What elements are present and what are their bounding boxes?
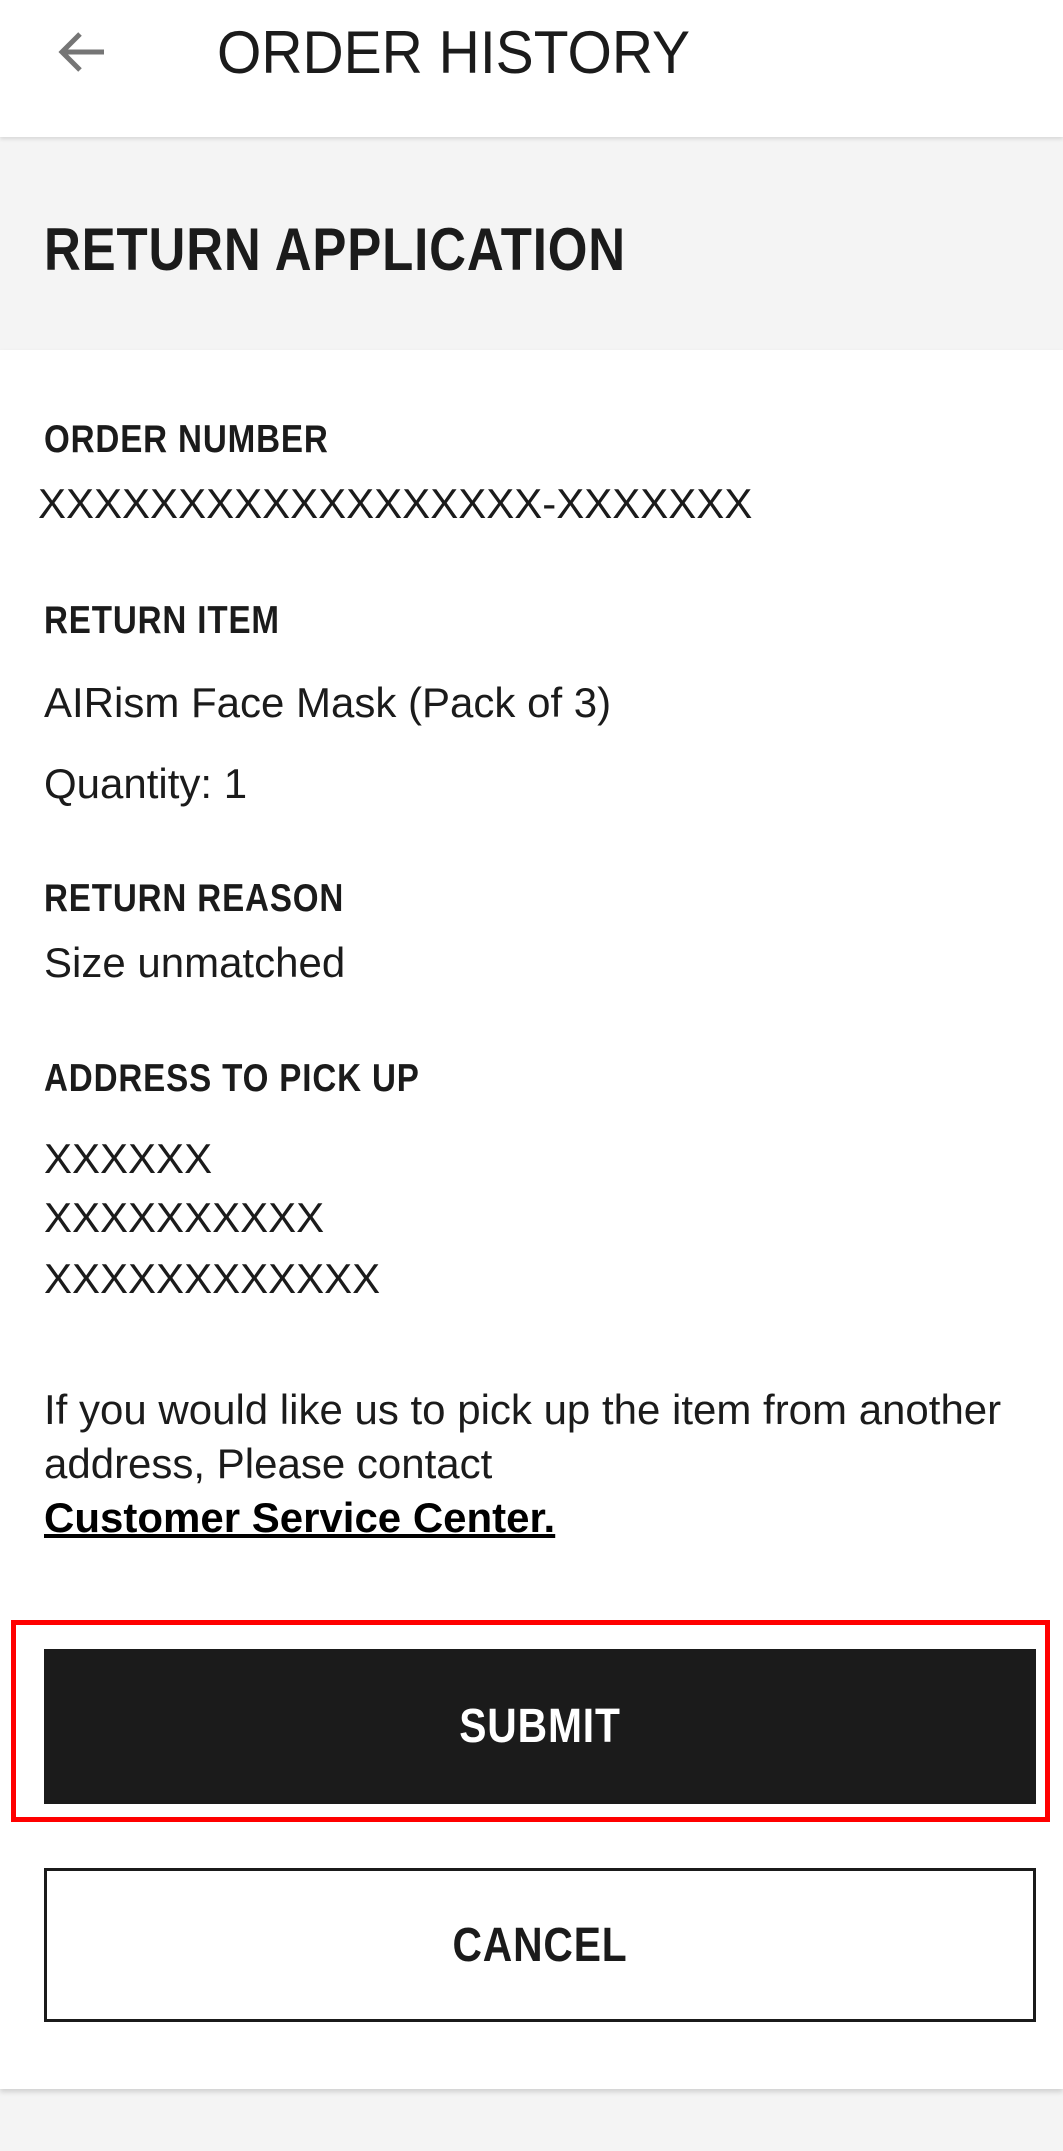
return-item-label: RETURN ITEM [44, 599, 280, 642]
back-button[interactable] [54, 28, 110, 76]
address-label: ADDRESS TO PICK UP [44, 1057, 420, 1100]
cancel-button[interactable]: CANCEL [44, 1868, 1036, 2022]
address-line: XXXXXXXXXX [44, 1194, 325, 1241]
pickup-notice-text: If you would like us to pick up the item… [44, 1386, 1002, 1487]
address-line: XXXXXX [44, 1135, 213, 1182]
arrow-left-icon [58, 32, 104, 72]
cancel-label: CANCEL [452, 1918, 628, 1972]
customer-service-link[interactable]: Customer Service Center. [44, 1494, 556, 1541]
return-reason-label: RETURN REASON [44, 877, 345, 920]
return-reason-value: Size unmatched [44, 939, 346, 986]
return-application-heading: RETURN APPLICATION [44, 216, 626, 283]
submit-label: SUBMIT [459, 1700, 621, 1753]
return-item-quantity: Quantity: 1 [44, 760, 248, 807]
highlight-box [11, 1620, 1050, 1822]
section-heading-bar: RETURN APPLICATION [0, 137, 1063, 350]
submit-button[interactable]: SUBMIT [44, 1649, 1036, 1804]
order-number-value: XXXXXXXXXXXXXXXXXX-XXXXXXX [38, 480, 753, 527]
order-number-label: ORDER NUMBER [44, 418, 329, 461]
app-header: ORDER HISTORY [0, 0, 1063, 137]
pickup-notice: If you would like us to pick up the item… [44, 1383, 1024, 1545]
page-title: ORDER HISTORY [217, 19, 690, 86]
return-application-form: ORDER NUMBER XXXXXXXXXXXXXXXXXX-XXXXXXX … [0, 350, 1063, 2089]
address-line: XXXXXXXXXXXX [44, 1255, 381, 1302]
return-item-name: AIRism Face Mask (Pack of 3) [44, 679, 612, 726]
